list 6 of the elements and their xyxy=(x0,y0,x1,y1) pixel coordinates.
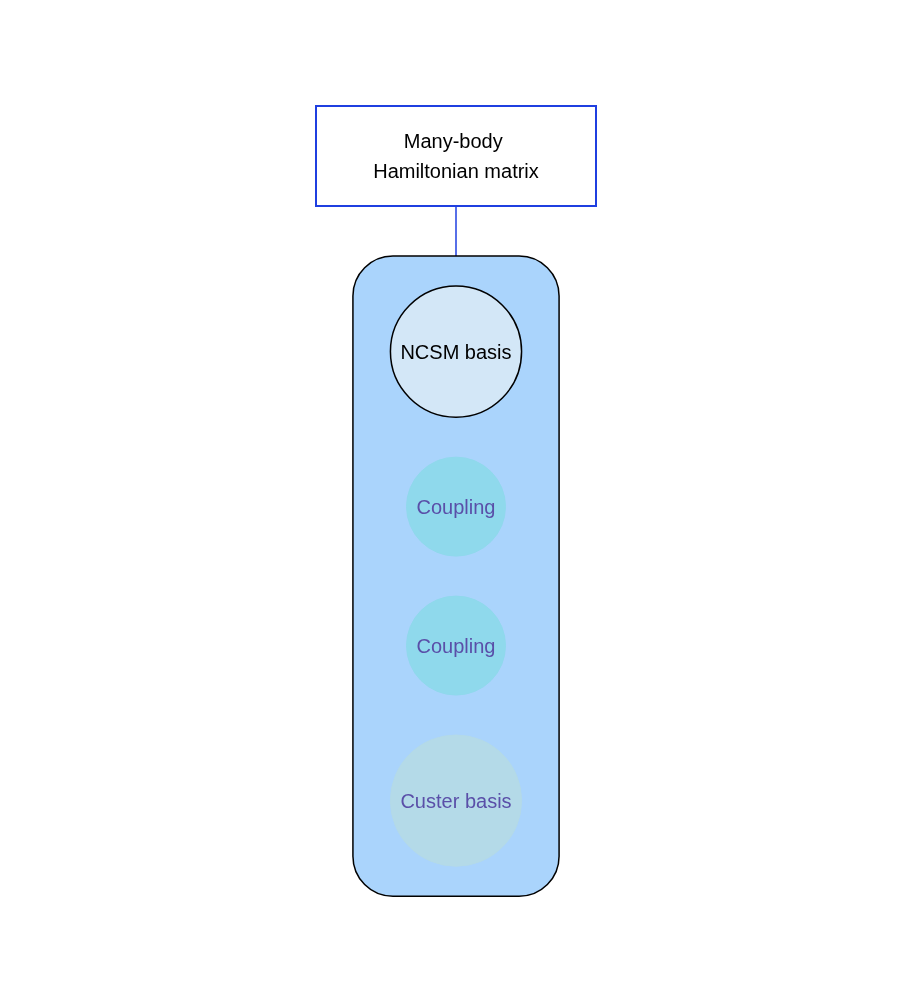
cluster xyxy=(352,255,560,898)
node-circle: Coupling xyxy=(406,596,506,696)
connector xyxy=(455,205,457,258)
node-box: Many-body Hamiltonian matrix xyxy=(315,105,597,208)
node-circle: NCSM basis xyxy=(389,285,523,419)
node-circle: Coupling xyxy=(406,457,506,557)
